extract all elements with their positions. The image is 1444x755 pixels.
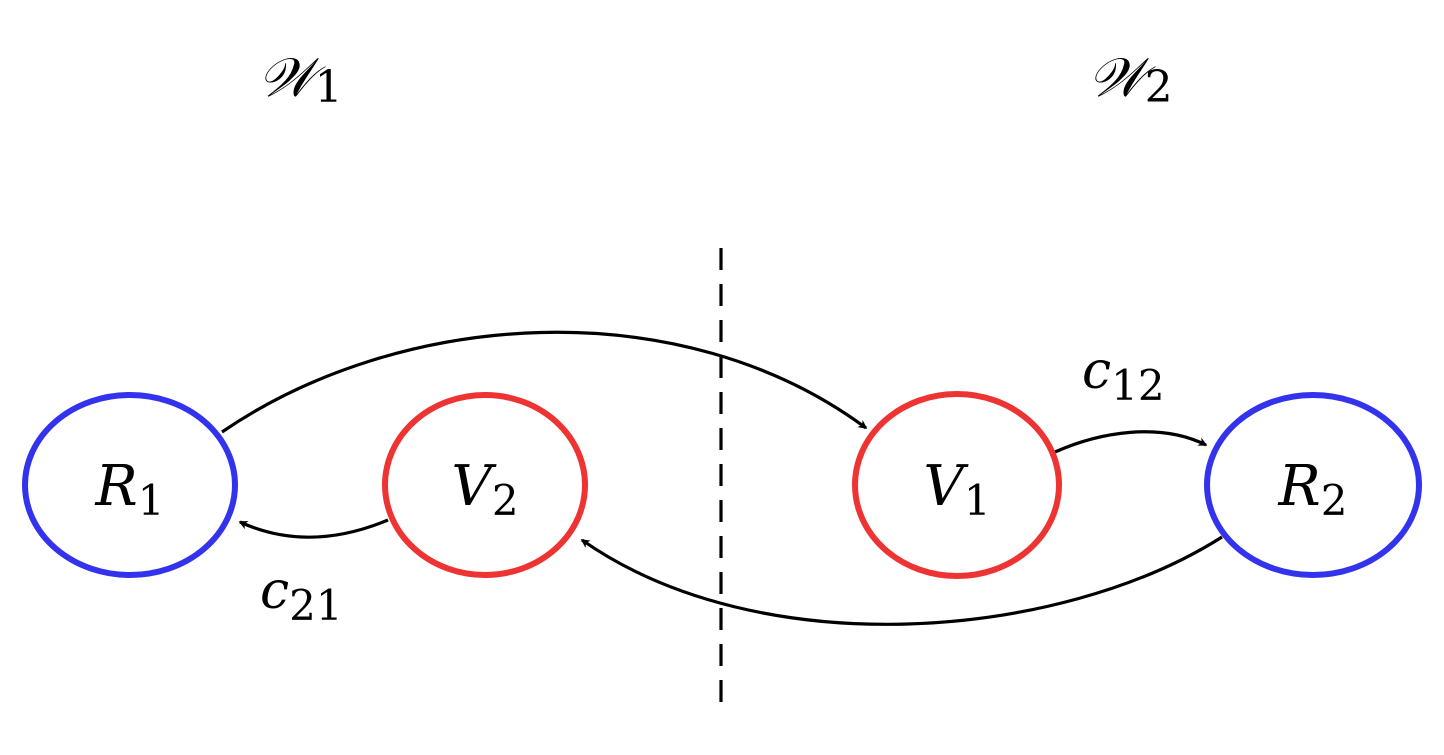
- node-r2: R2: [1204, 392, 1422, 578]
- edge-r2-to-v2: [580, 535, 1223, 626]
- edge-label-c21: c21: [260, 561, 343, 630]
- node-v1-sub: 1: [964, 476, 991, 525]
- node-v1: V1: [852, 391, 1062, 579]
- edge-r1-to-v1: [221, 330, 868, 434]
- node-r1: R1: [22, 392, 238, 578]
- edge-v1-to-r2: [1054, 430, 1208, 454]
- region-label-w1: 𝒲1: [258, 46, 343, 113]
- region-w1-sub: 1: [315, 62, 343, 113]
- node-v2-label: V2: [451, 454, 518, 525]
- node-v1-main: V: [923, 454, 969, 519]
- region-label-w2: 𝒲2: [1088, 46, 1173, 113]
- edge-c12-main: c: [1082, 341, 1111, 401]
- edge-c21-sub: 21: [289, 581, 342, 630]
- edge-c12-sub: 12: [1111, 361, 1164, 410]
- node-r1-label: R1: [95, 454, 165, 525]
- node-v2: V2: [382, 392, 588, 578]
- node-r1-ring: [22, 392, 238, 578]
- edge-label-c12: c12: [1082, 341, 1165, 410]
- node-r1-sub: 1: [138, 476, 165, 525]
- node-v1-label: V1: [923, 454, 990, 525]
- node-r1-main: R: [95, 454, 138, 519]
- edge-v2-to-r1: [238, 518, 389, 539]
- node-r2-sub: 2: [1321, 476, 1348, 525]
- node-r2-label: R2: [1278, 454, 1348, 525]
- node-v2-main: V: [451, 454, 497, 519]
- node-v1-ring: [852, 391, 1062, 579]
- edge-c21-main: c: [260, 561, 289, 621]
- node-v2-sub: 2: [492, 476, 519, 525]
- node-r2-main: R: [1278, 454, 1321, 519]
- node-v2-ring: [382, 392, 588, 578]
- region-w2-sub: 2: [1145, 62, 1173, 113]
- node-r2-ring: [1204, 392, 1422, 578]
